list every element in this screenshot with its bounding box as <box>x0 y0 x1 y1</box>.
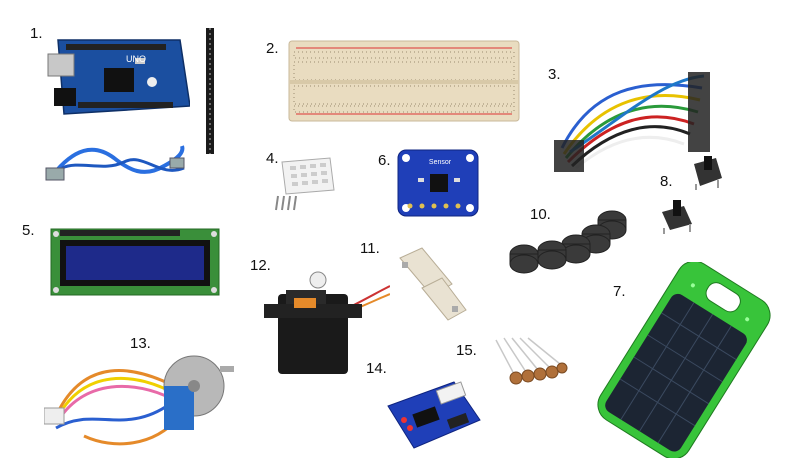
label-14: 14. <box>366 360 387 377</box>
label-2: 2. <box>266 40 279 57</box>
label-8: 8. <box>660 173 673 190</box>
solar-power-bank <box>586 262 782 458</box>
photoresistors <box>490 334 570 394</box>
board-model-text: UNO <box>126 54 146 64</box>
label-5: 5. <box>22 222 35 239</box>
magnetic-reed-switch <box>392 244 472 324</box>
magnets <box>506 206 636 276</box>
usb-cable <box>44 138 194 188</box>
lcd-module <box>50 228 220 296</box>
servo-motor <box>258 268 390 378</box>
sensor-breakout-board: Sensor <box>396 148 480 218</box>
label-11: 11. <box>360 240 380 257</box>
label-12: 12. <box>250 257 271 274</box>
jumper-wires <box>552 68 712 174</box>
label-10: 10. <box>530 206 551 223</box>
breadboard <box>288 40 520 122</box>
arduino-uno-board: UNO <box>40 28 190 118</box>
label-7: 7. <box>613 283 626 300</box>
push-button-bottom <box>660 198 694 234</box>
dht-sensor <box>272 156 336 212</box>
label-4: 4. <box>266 150 279 167</box>
label-13: 13. <box>130 335 151 352</box>
label-15: 15. <box>456 342 477 359</box>
stepper-driver-board <box>384 376 484 454</box>
label-6: 6. <box>378 152 391 169</box>
stepper-motor <box>44 346 244 452</box>
sensor-board-name: Sensor <box>429 159 452 166</box>
label-3: 3. <box>548 66 561 83</box>
label-1: 1. <box>30 25 43 42</box>
header-pins <box>204 28 216 154</box>
push-button-top <box>690 154 724 190</box>
